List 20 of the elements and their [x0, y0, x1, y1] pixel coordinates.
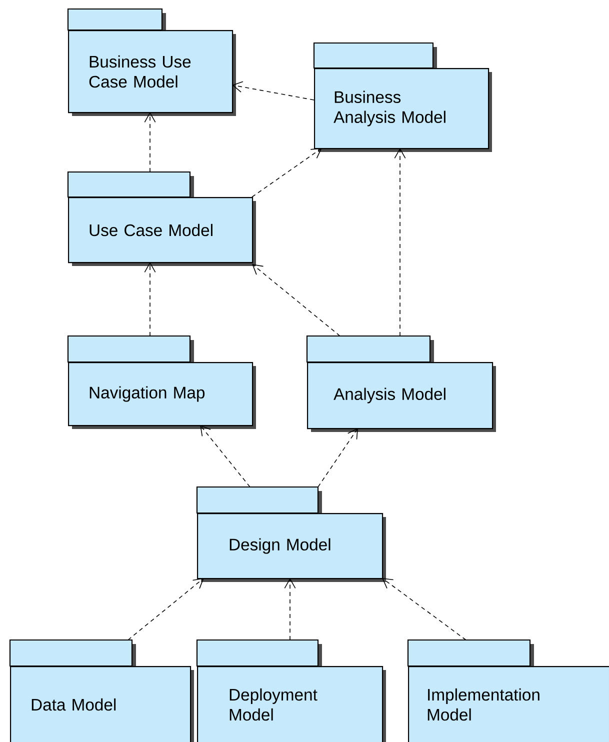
package: Data Model [9, 639, 194, 742]
package: Deployment Model [196, 639, 386, 742]
dependency-arrow [284, 578, 296, 640]
dependency-arrow [252, 148, 322, 198]
dependency-arrow [394, 148, 406, 336]
dependency-arrow [318, 428, 358, 488]
dependency-arrow [144, 112, 156, 172]
package: Business Use Case Model [67, 8, 236, 116]
package: Use Case Model [67, 171, 256, 266]
dependency-arrow [232, 81, 314, 100]
dependency-arrow [128, 578, 204, 640]
dependency-arrow [252, 264, 340, 336]
package: Analysis Model [306, 335, 496, 432]
dependency-arrow [382, 578, 466, 640]
dependency-arrow [144, 262, 156, 336]
package: Implementation Model [407, 639, 609, 742]
package: Design Model [196, 486, 386, 582]
package: Business Analysis Model [313, 42, 492, 152]
dependency-arrow [200, 425, 250, 488]
package: Navigation Map [67, 335, 256, 429]
